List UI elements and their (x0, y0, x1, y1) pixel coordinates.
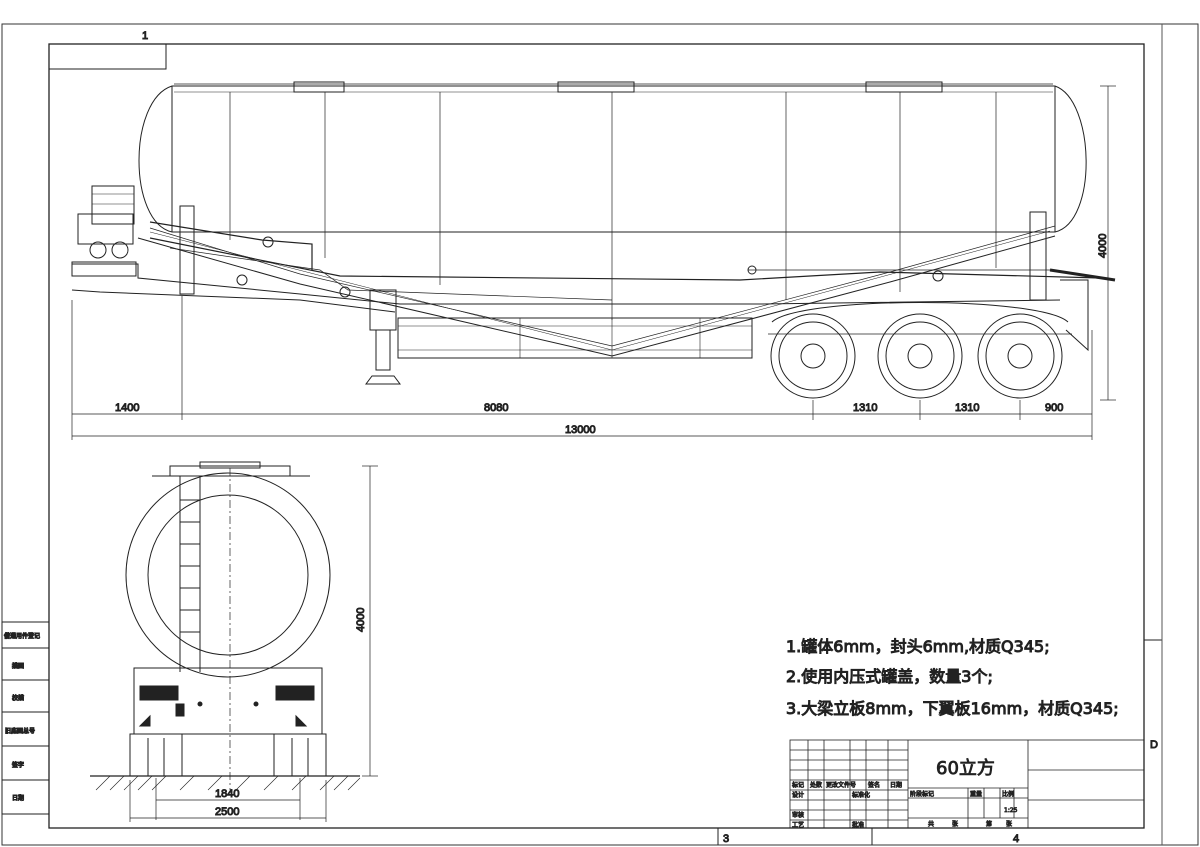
title-block: 标记 处数 更改文件号 签名 日期 设计 标准化 阶段标记 重量 比例 审核 工… (789, 739, 1145, 829)
tb-label: 比例 (1002, 790, 1014, 798)
note-line: 1.罐体6mm，封头6mm,材质Q345; (786, 637, 1050, 656)
valve (339, 286, 351, 298)
zone-label-d: D (1150, 739, 1158, 751)
tb-label: 张 (952, 820, 958, 828)
outer-frame (1, 23, 1199, 846)
rear-frame (133, 667, 323, 735)
tb-label: 设计 (792, 791, 804, 799)
tank-bottom-outer (137, 235, 1056, 357)
zone-box (48, 43, 167, 70)
manhole-cover (557, 81, 635, 93)
side-dimensions (71, 85, 1116, 440)
technical-notes: 1.罐体6mm，封头6mm,材质Q345; 2.使用内压式罐盖，数量3个; 3.… (786, 637, 1120, 719)
dim-overall-height: 4000 (1097, 234, 1109, 258)
rear-bumper (1060, 279, 1089, 352)
strip-label: 签字 (12, 761, 24, 769)
discharge-pipe (149, 237, 1101, 281)
suspension-spring (771, 302, 1069, 323)
dim-front-overhang: 1400 (115, 402, 139, 414)
note-line: 3.大梁立板8mm，下翼板16mm，材质Q345; (786, 699, 1119, 718)
tank-end-inner (147, 494, 309, 656)
chassis-frame (72, 263, 1061, 305)
tb-label: 批准 (852, 821, 864, 829)
landing-gear (365, 289, 401, 385)
strip-label: 旧底图总号 (5, 727, 35, 735)
tb-label: 更改文件号 (826, 781, 856, 789)
side-view: 1400 8080 1310 1310 900 13000 4000 (71, 81, 1116, 440)
inner-frame (48, 43, 1145, 829)
rear-dim-track: 1840 (215, 788, 239, 800)
dim-rear-overhang: 900 (1045, 402, 1063, 414)
rear-dim-width: 2500 (215, 806, 239, 818)
tb-scale: 1:25 (1004, 807, 1018, 814)
air-pipe (149, 221, 313, 270)
manhole-cover (293, 81, 345, 93)
tank-end-outer (125, 472, 331, 678)
rear-wheel-right (273, 733, 327, 777)
tb-label: 张 (1006, 820, 1012, 828)
ladder (179, 476, 201, 672)
strip-label: 校描 (12, 694, 24, 702)
drawing-title: 60立方 (936, 758, 995, 779)
tb-label: 重量 (970, 790, 982, 798)
rear-hose (1049, 268, 1116, 282)
wheel-set (770, 313, 1063, 399)
strip-label: 日期 (12, 794, 24, 802)
tb-label: 标记 (792, 781, 804, 789)
valve (932, 270, 944, 282)
tb-label: 签名 (868, 781, 880, 789)
tb-label: 共 (928, 820, 934, 828)
dim-axle-spacing: 1310 (853, 402, 877, 414)
manhole-cover (865, 81, 943, 93)
tb-label: 工艺 (792, 821, 804, 829)
valve (236, 274, 248, 286)
tb-label: 处数 (810, 781, 822, 789)
tb-label: 标准化 (852, 791, 870, 799)
tb-label: 日期 (890, 781, 902, 789)
left-strip: 借通用件登记 描图 校描 旧底图总号 签字 日期 (1, 621, 50, 815)
dim-kingpin-axle: 8080 (484, 402, 508, 414)
valve (262, 236, 274, 248)
rear-post (1029, 211, 1047, 301)
rear-wheel-left (129, 733, 183, 777)
zone-label-3: 3 (723, 833, 729, 845)
strip-label: 描图 (12, 662, 24, 670)
zone-label-4: 4 (1013, 833, 1019, 845)
strip-label: 借通用件登记 (4, 632, 40, 640)
zone-label-1: 1 (142, 30, 148, 42)
tank-rings (229, 92, 997, 320)
dim-axle-spacing: 1310 (955, 402, 979, 414)
tb-label: 阶段标记 (910, 790, 934, 798)
rear-view: 4000 1840 2500 (90, 461, 378, 822)
front-post (179, 205, 195, 295)
subframe (397, 317, 753, 359)
dim-overall-length: 13000 (565, 424, 596, 436)
tb-label: 审核 (792, 811, 804, 819)
rear-dim-height: 4000 (355, 608, 367, 632)
compressor-unit (71, 185, 137, 277)
tb-label: 第 (986, 820, 992, 828)
note-line: 2.使用内压式罐盖，数量3个; (786, 667, 993, 686)
tank-body (138, 85, 1087, 233)
